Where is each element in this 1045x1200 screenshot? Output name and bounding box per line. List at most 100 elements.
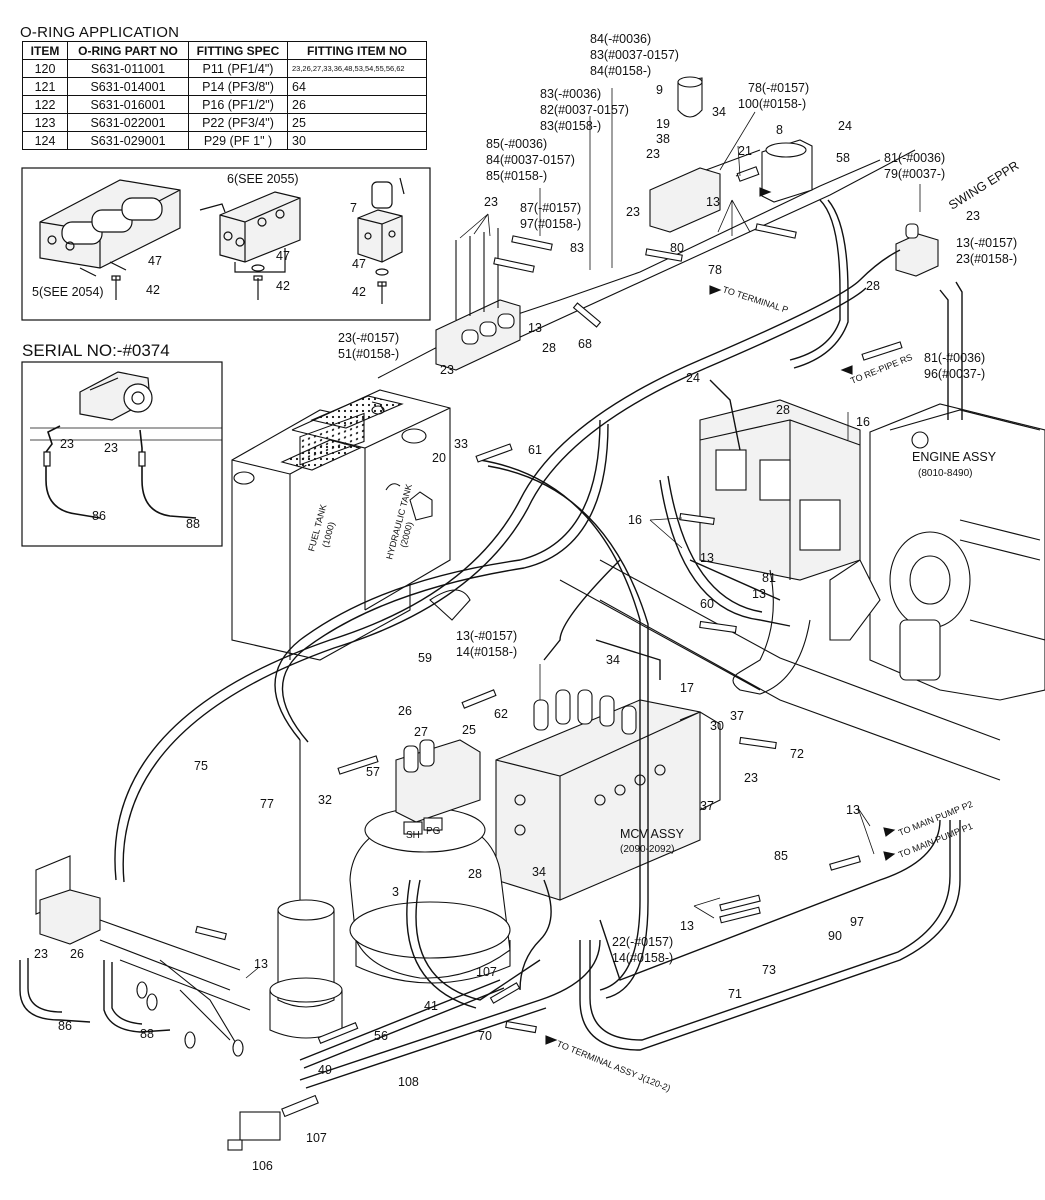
callout: 23 [34,947,48,961]
callout: 78(-#0157) [748,81,809,95]
callout: 58 [836,151,850,165]
note-sh: SH [406,830,420,841]
callout: 83 [570,241,584,255]
mcv-assembly [495,689,721,901]
callout: 71 [728,987,742,1001]
cell: P22 (PF3/4") [188,113,288,132]
left-manifold [35,855,251,1057]
callout-42: 42 [146,283,160,297]
main-drawing [19,76,1045,1151]
swing-motor [349,739,511,984]
callout: 37 [700,799,714,813]
cell: P16 (PF1/2") [188,95,288,114]
callout: 23 [966,209,980,223]
callout: 23 [440,363,454,377]
callout: 84(-#0036) [590,32,651,46]
hoses [19,199,963,1089]
cell: 124 [22,131,68,150]
solenoid-block-5 [39,179,181,277]
note-pg: PG [426,826,441,837]
arrows [545,187,896,1045]
callout: 30 [710,719,724,733]
callout: 75 [194,759,208,773]
callout: 56 [374,1029,388,1043]
callout-7: 7 [350,201,357,215]
callout: 88 [140,1027,154,1041]
callout: 96(#0037-) [924,367,985,381]
callout: 26 [398,704,412,718]
callout: 13 [706,195,720,209]
callout: 16 [628,513,642,527]
callout: 14(#0158-) [456,645,517,659]
callout: 81 [762,571,776,585]
callout: 13(-#0157) [956,236,1017,250]
callout: 24 [838,119,852,133]
callout: 106 [252,1159,273,1173]
callout: 78 [708,263,722,277]
callout: 34 [532,865,546,879]
center-joint [269,740,343,1039]
valve-7 [357,177,405,304]
callout: 22(-#0157) [612,935,673,949]
callout-47: 47 [148,254,162,268]
callout: 90 [828,929,842,943]
fittings [195,223,903,1151]
cell: S631-029001 [67,131,189,150]
callout: 19 [656,117,670,131]
callout: 13 [680,919,694,933]
cell: S631-022001 [67,113,189,132]
filter-assembly [649,76,813,233]
cell: 30 [287,131,427,150]
swing-eppr-valve [895,223,939,277]
note-re-pipe: TO RE-PIPE RS [849,352,914,386]
callout: 72 [790,747,804,761]
callout: 83(#0158-) [540,119,601,133]
callout: 85 [774,849,788,863]
callout: 27 [414,725,428,739]
callout: 13 [254,957,268,971]
serial-inset-title: SERIAL NO:-#0374 [22,341,170,360]
callout: 28 [542,341,556,355]
callout: 9 [656,83,663,97]
callout: 23 [484,195,498,209]
callout: 86 [58,1019,72,1033]
callout: 84(#0158-) [590,64,651,78]
callout: 38 [656,132,670,146]
callout: 23(-#0157) [338,331,399,345]
callout: 17 [680,681,694,695]
callout: 28 [866,279,880,293]
callout: 108 [398,1075,419,1089]
note-mcv-assy: MCV ASSY [620,827,685,841]
callout: 107 [476,965,497,979]
callout: 23 [626,205,640,219]
callout: 32 [318,793,332,807]
callout: 23 [744,771,758,785]
callout: 34 [712,105,726,119]
cell: 123 [22,113,68,132]
cell: S631-014001 [67,77,189,96]
callout: 8 [776,123,783,137]
callout: 77 [260,797,274,811]
callout: 85(-#0036) [486,137,547,151]
callout: 81(-#0036) [924,351,985,365]
table-row: 121 S631-014001 P14 (PF3/8") 64 [22,77,427,96]
callout: 97 [850,915,864,929]
oring-title: O-RING APPLICATION [20,24,180,41]
oring-table: ITEM O-RING PART NO FITTING SPEC FITTING… [22,41,427,150]
engine-assembly [869,403,1045,701]
callout: 14(#0158-) [612,951,673,965]
callout: 16 [856,415,870,429]
callout: 26 [70,947,84,961]
callout-47: 47 [276,249,290,263]
callout-23: 23 [104,441,118,455]
tank-assembly [231,389,471,661]
callout: 3 [392,885,399,899]
callout: 97(#0158-) [520,217,581,231]
callout: 13(-#0157) [456,629,517,643]
valve-block-6 [199,191,301,300]
callout: 81(-#0036) [884,151,945,165]
callout-42: 42 [352,285,366,299]
callout: 80 [670,241,684,255]
